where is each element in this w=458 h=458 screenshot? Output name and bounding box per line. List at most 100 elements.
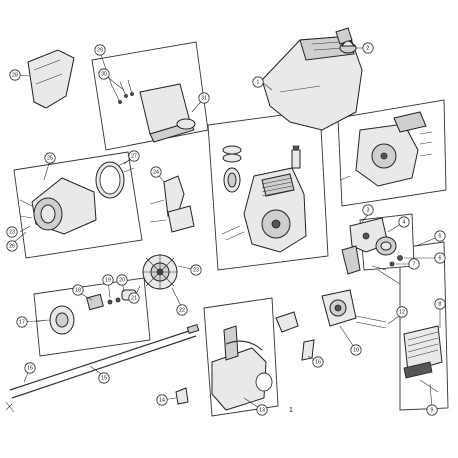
- callout-circle: [128, 292, 140, 304]
- crankcase-part: [339, 111, 433, 187]
- callout-13: 13: [256, 404, 268, 416]
- callout-label: 10: [353, 347, 359, 353]
- callout-label: 21: [131, 295, 137, 301]
- callout-31: 31: [198, 92, 210, 104]
- callout-1: 1: [252, 76, 264, 88]
- callout-circle: [312, 356, 324, 368]
- callout-circle: [408, 258, 420, 270]
- callout-circle: [252, 76, 264, 88]
- callout-22: 22: [176, 304, 188, 316]
- callout-circle: [98, 68, 110, 80]
- callout-circle: [24, 362, 36, 374]
- callout-label: 27: [131, 153, 137, 159]
- callout-circle: [176, 304, 188, 316]
- callout-25: 25: [44, 152, 56, 164]
- callout-circle: [44, 152, 56, 164]
- page-number: 1: [289, 407, 293, 414]
- heat-shield-part: [27, 49, 75, 109]
- callout-label: 24: [153, 169, 159, 175]
- engine-cover-part: [261, 27, 363, 131]
- callout-label: 13: [259, 407, 265, 413]
- callout-circle: [98, 372, 110, 384]
- callout-label: 2: [367, 45, 370, 51]
- callout-16b: 16: [312, 356, 324, 368]
- callout-29: 29: [94, 44, 106, 56]
- callout-label: 12: [399, 309, 405, 315]
- callout-label: 22: [179, 307, 185, 313]
- callout-label: 16: [315, 359, 321, 365]
- callout-circle: [362, 204, 374, 216]
- callout-label: 9: [431, 407, 434, 413]
- air-filter-part: [403, 325, 443, 393]
- callout-circle: [116, 274, 128, 286]
- callout-label: 16: [27, 365, 33, 371]
- callout-circle: [150, 166, 162, 178]
- callout-28: 28: [9, 69, 21, 81]
- callout-circle: [102, 274, 114, 286]
- callout-circle: [396, 306, 408, 318]
- callout-14: 14: [156, 394, 168, 406]
- callout-label: 3: [367, 207, 370, 213]
- callout-12: 12: [396, 306, 408, 318]
- callout-label: 23: [9, 229, 15, 235]
- fuel-tank-part: [211, 311, 299, 411]
- callout-7: 7: [408, 258, 420, 270]
- callout-20: 20: [116, 274, 128, 286]
- callout-label: 4: [403, 219, 406, 225]
- callout-15: 15: [98, 372, 110, 384]
- callout-24: 24: [150, 166, 162, 178]
- callout-label: 28: [12, 72, 18, 78]
- callout-label: 15: [101, 375, 107, 381]
- callout-label: 1: [257, 79, 260, 85]
- callout-9: 9: [426, 404, 438, 416]
- callout-circle: [94, 44, 106, 56]
- callout-circle: [256, 404, 268, 416]
- flywheel-part: [142, 254, 178, 290]
- callout-label: 23: [193, 267, 199, 273]
- callout-circle: [434, 230, 446, 242]
- callout-circle: [16, 316, 28, 328]
- callout-label: 29: [97, 47, 103, 53]
- callout-10: 10: [350, 344, 362, 356]
- callout-circle: [6, 240, 18, 252]
- callout-circle: [128, 150, 140, 162]
- callout-6: 6: [434, 252, 446, 264]
- callout-30: 30: [98, 68, 110, 80]
- callout-label: 26: [9, 243, 15, 249]
- callout-17: 17: [16, 316, 28, 328]
- callout-circle: [434, 252, 446, 264]
- callout-circle: [434, 298, 446, 310]
- callout-label: 17: [19, 319, 25, 325]
- callout-circle: [190, 264, 202, 276]
- callout-4: 4: [398, 216, 410, 228]
- muffler-part: [111, 79, 196, 143]
- engine-block-part: [221, 145, 307, 253]
- throttle-trigger-part: [149, 175, 195, 233]
- callout-2: 2: [362, 42, 374, 54]
- callout-19: 19: [102, 274, 114, 286]
- starter-part: [35, 289, 137, 335]
- callout-label: 19: [105, 277, 111, 283]
- callout-23b: 23: [6, 226, 18, 238]
- callout-circle: [350, 344, 362, 356]
- callout-label: 31: [201, 95, 207, 101]
- fuel-cap-part: [175, 387, 189, 405]
- callout-18: 18: [72, 284, 84, 296]
- primer-bulb-part: [339, 40, 357, 54]
- callout-label: 5: [439, 233, 442, 239]
- callout-27: 27: [128, 150, 140, 162]
- callout-label: 30: [101, 71, 107, 77]
- callout-5: 5: [434, 230, 446, 242]
- callout-circle: [426, 404, 438, 416]
- callout-circle: [9, 69, 21, 81]
- callout-label: 8: [439, 301, 442, 307]
- clutch-drum-part: [19, 159, 135, 235]
- callout-26: 26: [6, 240, 18, 252]
- callout-label: 18: [75, 287, 81, 293]
- air-filter-panel: [399, 241, 449, 411]
- callout-label: 25: [47, 155, 53, 161]
- callout-circle: [6, 226, 18, 238]
